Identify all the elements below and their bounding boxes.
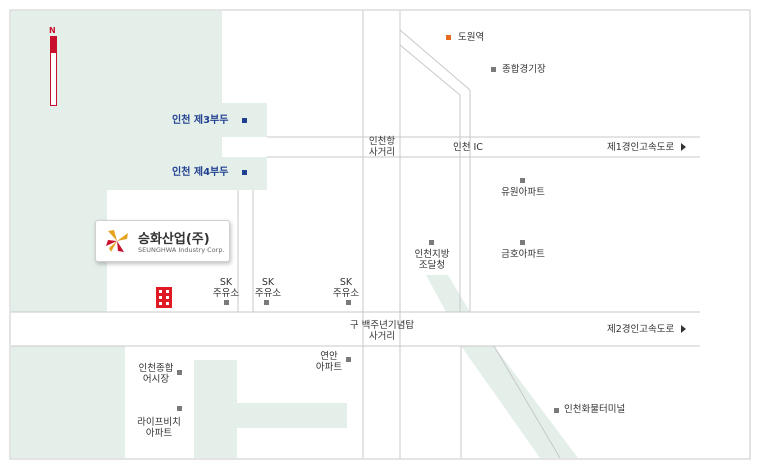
incheon-ic-label: 인천 IC [453, 142, 483, 153]
cargo-terminal-marker [554, 408, 559, 413]
expressway2-label: 제2경인고속도로 [607, 324, 687, 335]
water-south-west [11, 346, 125, 458]
sk-station-2-marker [264, 300, 269, 305]
district-office-line1: 인천지방 [414, 249, 450, 260]
yuwon-apt-label: 유원아파트 [501, 187, 545, 198]
cargo-terminal-label: 인천화물터미널 [564, 404, 626, 415]
stadium-marker [491, 67, 496, 72]
arrow-right-icon [681, 143, 687, 151]
fish-market-label: 인천종합 어시장 [134, 363, 178, 385]
sk-station-1-line2: 주유소 [212, 288, 240, 299]
monument-junction-label: 구 백주년기념탑 사거리 [332, 320, 432, 342]
arrow-right-icon [681, 325, 687, 333]
company-callout[interactable]: 승화산업(주) SEUNGHWA Industry Corp. [95, 220, 230, 262]
company-name: 승화산업(주) [138, 232, 210, 247]
yuwon-apt-marker [520, 178, 525, 183]
expressway1-label: 제1경인고속도로 [607, 142, 687, 153]
road-outlines [11, 11, 700, 459]
fish-market-line2: 어시장 [142, 374, 170, 385]
sk-station-3-label: SK 주유소 [326, 277, 366, 299]
company-building-icon[interactable] [156, 287, 172, 308]
expressway2-text: 제2경인고속도로 [607, 324, 675, 335]
lifebeach-apt-marker [177, 406, 182, 411]
pier3-marker [242, 118, 247, 123]
lifebeach-apt-line2: 아파트 [145, 428, 173, 439]
company-logo-icon [106, 230, 128, 252]
geumho-apt-label: 금호아파트 [501, 249, 545, 260]
pier4-label: 인천 제4부두 [172, 167, 229, 178]
sk-station-2-line1: SK [261, 277, 275, 288]
inchang-junction-label: 인천항 사거리 [362, 136, 402, 158]
water-south-mid [194, 360, 237, 458]
district-office-line2: 조달청 [418, 260, 446, 271]
pier3-label: 인천 제3부두 [172, 115, 229, 126]
stadium-label: 종합경기장 [502, 64, 546, 75]
inchang-junction-line2: 사거리 [368, 147, 396, 158]
yeonan-apt-marker [346, 357, 351, 362]
road-south-diag [493, 345, 561, 459]
lifebeach-apt-line1: 라이프비치 [137, 417, 181, 428]
sk-station-3-marker [346, 300, 351, 305]
sk-station-3-line1: SK [339, 277, 353, 288]
yeonan-apt-line1: 연안 [320, 351, 338, 362]
road-diag-2 [399, 44, 461, 96]
inchang-junction-line1: 인천항 [368, 136, 396, 147]
water-harbor [11, 11, 267, 312]
dowon-station-label: 도원역 [458, 32, 485, 43]
compass-needle-icon [50, 36, 57, 106]
lifebeach-apt-label: 라이프비치 아파트 [134, 417, 184, 439]
monument-junction-line1: 구 백주년기념탑 [349, 320, 415, 331]
company-english-name: SEUNGHWA Industry Corp. [138, 246, 225, 254]
district-office-label: 인천지방 조달청 [408, 249, 456, 271]
water-areas [11, 11, 578, 458]
water-south-strip [237, 403, 347, 428]
monument-junction-line2: 사거리 [368, 331, 396, 342]
geumho-apt-marker [520, 240, 525, 245]
fish-market-line1: 인천종합 [138, 363, 174, 374]
sk-station-2-label: SK 주유소 [248, 277, 288, 299]
pier4-marker [242, 170, 247, 175]
yeonan-apt-line2: 아파트 [315, 362, 343, 373]
fish-market-marker [177, 370, 182, 375]
sk-station-3-line2: 주유소 [332, 288, 360, 299]
sk-station-1-label: SK 주유소 [206, 277, 246, 299]
sk-station-1-line1: SK [219, 277, 233, 288]
compass-label: N [49, 26, 56, 35]
yeonan-apt-label: 연안 아파트 [309, 351, 349, 373]
road-diag-1 [399, 29, 471, 91]
expressway1-text: 제1경인고속도로 [607, 142, 675, 153]
sk-station-1-marker [224, 300, 229, 305]
sk-station-2-line2: 주유소 [254, 288, 282, 299]
water-canal-lower [461, 346, 578, 458]
water-canal-upper [426, 275, 470, 312]
district-office-marker [429, 240, 434, 245]
dowon-station-marker [446, 35, 451, 40]
